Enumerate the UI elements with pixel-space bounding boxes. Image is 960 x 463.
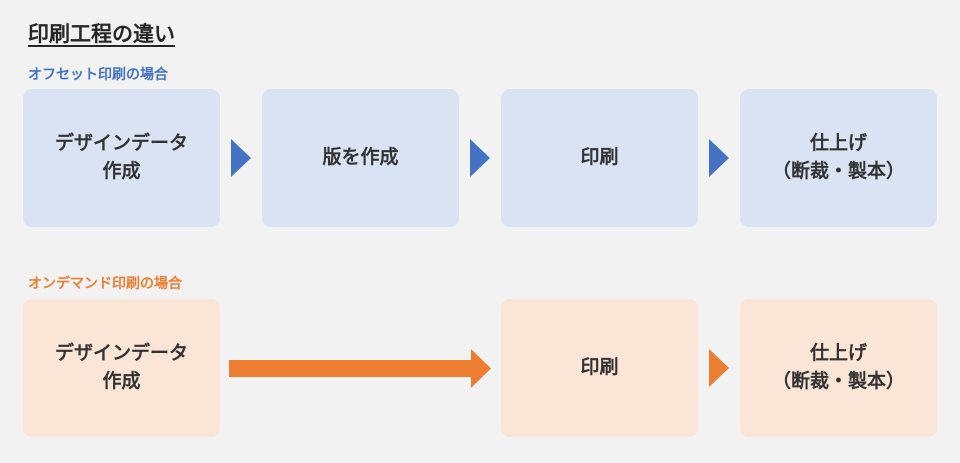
offset-arrow-3 bbox=[709, 139, 729, 177]
ondemand-long-arrow bbox=[229, 349, 491, 388]
offset-step-finishing: 仕上げ （断裁・製本） bbox=[740, 89, 937, 227]
offset-arrow-2 bbox=[470, 139, 490, 177]
ondemand-step-finishing: 仕上げ （断裁・製本） bbox=[740, 299, 937, 437]
ondemand-section-label: オンデマンド印刷の場合 bbox=[28, 276, 182, 292]
offset-section-label: オフセット印刷の場合 bbox=[28, 67, 168, 83]
offset-step-design-data: デザインデータ 作成 bbox=[23, 89, 220, 227]
ondemand-step-printing: 印刷 bbox=[501, 299, 698, 437]
offset-step-printing: 印刷 bbox=[501, 89, 698, 227]
offset-arrow-1 bbox=[231, 139, 251, 177]
ondemand-step-design-data: デザインデータ 作成 bbox=[23, 299, 220, 437]
page-title: 印刷工程の違い bbox=[28, 22, 175, 46]
offset-step-plate-making: 版を作成 bbox=[262, 89, 459, 227]
ondemand-arrow-2 bbox=[709, 349, 729, 387]
